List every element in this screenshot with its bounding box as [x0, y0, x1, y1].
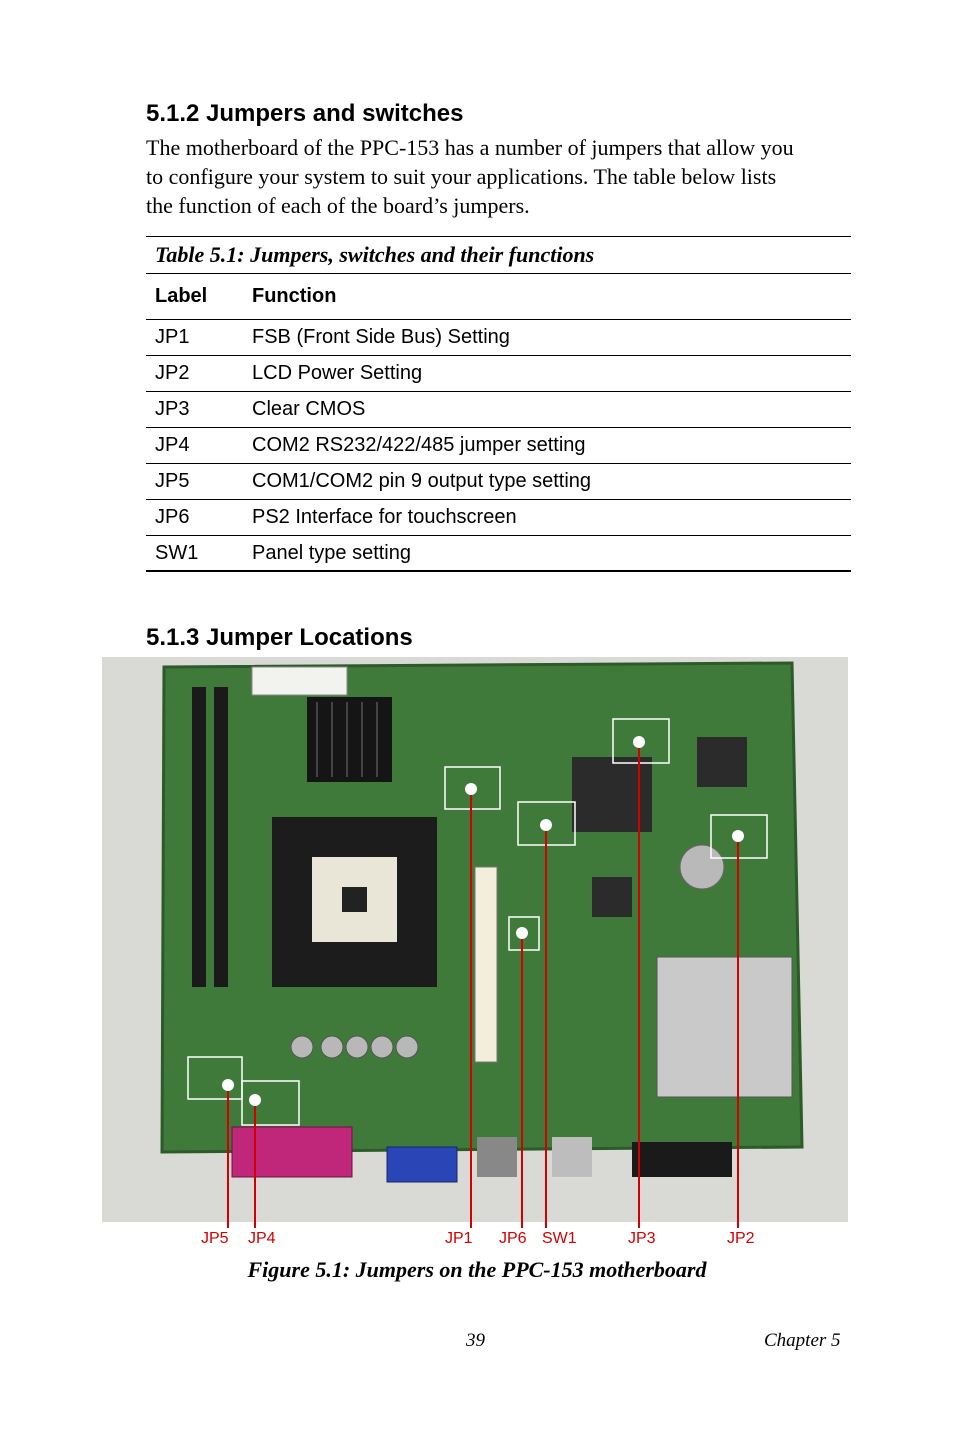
- table-row: JP5 COM1/COM2 pin 9 output type setting: [146, 464, 851, 500]
- intro-line: to configure your system to suit your ap…: [146, 164, 777, 189]
- table-row: SW1 Panel type setting: [146, 536, 851, 572]
- callout-jp4: JP4: [248, 1230, 276, 1247]
- section-heading-jumpers-switches: 5.1.2 Jumpers and switches: [146, 100, 464, 127]
- cell-label: JP2: [155, 362, 190, 384]
- intro-paragraph: The motherboard of the PPC-153 has a num…: [146, 133, 851, 220]
- chapter-label: Chapter 5: [764, 1330, 841, 1351]
- intro-line: The motherboard of the PPC-153 has a num…: [146, 135, 794, 160]
- table-caption: Table 5.1: Jumpers, switches and their f…: [146, 236, 851, 274]
- callout-sw1: SW1: [542, 1230, 577, 1247]
- intro-line: the function of each of the board’s jump…: [146, 193, 530, 218]
- page-number: 39: [466, 1330, 485, 1351]
- cell-label: JP6: [155, 506, 190, 528]
- callout-jp5: JP5: [201, 1230, 229, 1247]
- header-function: Function: [252, 285, 337, 307]
- cell-function: COM2 RS232/422/485 jumper setting: [252, 434, 586, 456]
- callout-labels: JP5 JP4 JP1 JP6 SW1 JP3 JP2: [201, 1222, 755, 1247]
- cell-function: PS2 Interface for touchscreen: [252, 506, 517, 528]
- cell-label: JP3: [155, 398, 190, 420]
- table-row: JP6 PS2 Interface for touchscreen: [146, 500, 851, 536]
- cell-label: JP1: [155, 326, 190, 348]
- table-row: JP4 COM2 RS232/422/485 jumper setting: [146, 428, 851, 464]
- table-row: JP2 LCD Power Setting: [146, 356, 851, 392]
- motherboard-photo: [102, 657, 848, 1222]
- cell-label: JP4: [155, 434, 190, 456]
- figure-caption: Figure 5.1: Jumpers on the PPC-153 mothe…: [247, 1257, 707, 1282]
- table-header-row: Label Function: [146, 274, 851, 320]
- cell-function: Clear CMOS: [252, 398, 366, 420]
- cell-function: FSB (Front Side Bus) Setting: [252, 326, 510, 348]
- callout-jp1: JP1: [445, 1230, 473, 1247]
- cell-function: COM1/COM2 pin 9 output type setting: [252, 470, 592, 492]
- callout-jp3: JP3: [628, 1230, 656, 1247]
- cell-label: JP5: [155, 470, 190, 492]
- header-label: Label: [155, 285, 208, 307]
- table-row: JP1 FSB (Front Side Bus) Setting: [146, 320, 851, 356]
- jumpers-table: Table 5.1: Jumpers, switches and their f…: [146, 236, 851, 572]
- cell-label: SW1: [155, 541, 199, 564]
- cell-function: LCD Power Setting: [252, 362, 423, 384]
- cell-function: Panel type setting: [252, 541, 411, 564]
- section-heading-jumper-locations: 5.1.3 Jumper Locations: [146, 624, 413, 651]
- callout-jp2: JP2: [727, 1230, 755, 1247]
- callout-jp6: JP6: [499, 1230, 527, 1247]
- table-row: JP3 Clear CMOS: [146, 392, 851, 428]
